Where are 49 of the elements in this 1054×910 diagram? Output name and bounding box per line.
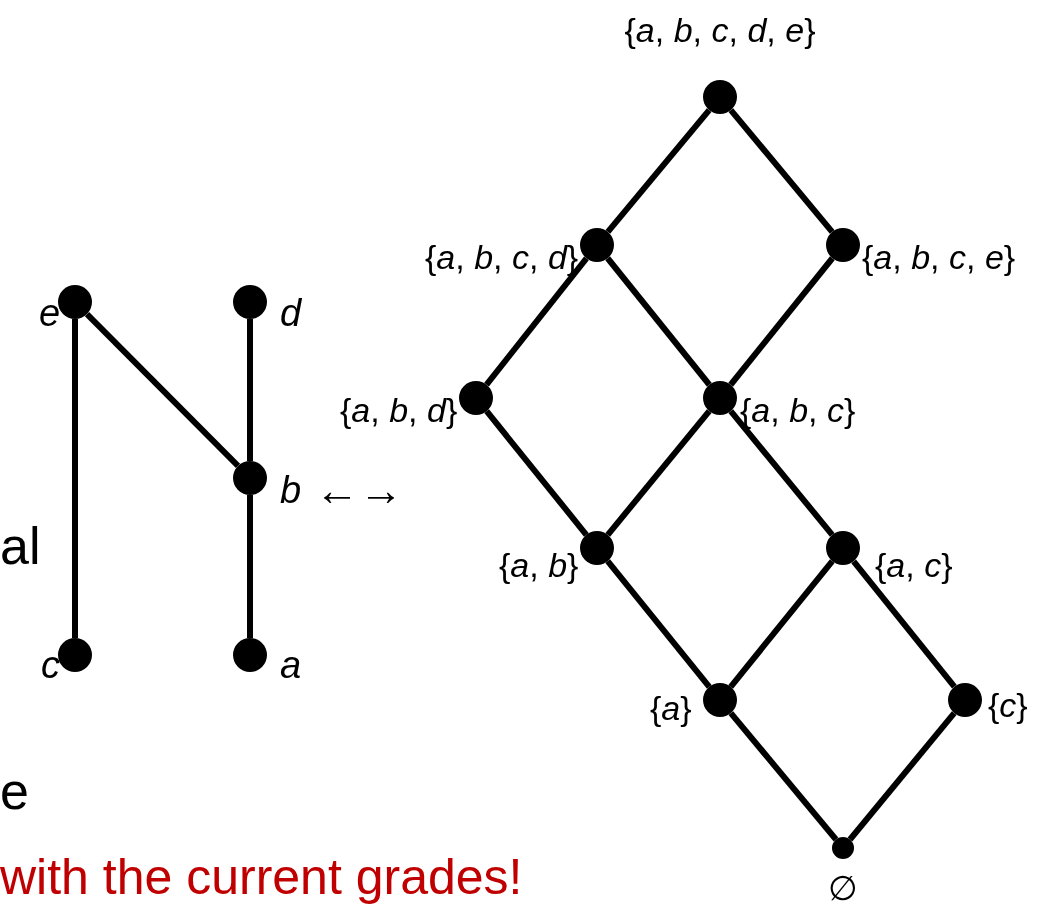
note-text: with the current grades!: [0, 852, 523, 902]
vertex-dot: [948, 683, 982, 717]
body-text-fragment: al: [0, 520, 41, 572]
vertex-label: e: [39, 294, 61, 332]
vertex-label: ∅: [828, 871, 858, 905]
edge-line: [72, 319, 78, 638]
edge-line: [84, 311, 241, 469]
edge-line: [605, 256, 712, 387]
edge-line: [605, 409, 712, 537]
edge-line: [247, 495, 253, 638]
vertex-dot: [826, 531, 860, 565]
vertex-dot: [58, 638, 92, 672]
edge-line: [728, 711, 839, 842]
edge-line: [605, 108, 712, 234]
vertex-dot: [703, 381, 737, 415]
vertex-dot: [58, 285, 92, 319]
edge-line: [247, 319, 253, 461]
edge-line: [605, 559, 712, 689]
vertex-label: {a, b}: [499, 548, 579, 582]
vertex-dot: [826, 228, 860, 262]
vertex-dot: [832, 837, 854, 859]
edge-line: [851, 559, 957, 689]
edge-line: [484, 409, 589, 537]
vertex-dot: [703, 683, 737, 717]
vertex-dot: [580, 228, 614, 262]
vertex-label: {c}: [988, 688, 1028, 722]
vertex-label: {a, b, d}: [340, 393, 458, 427]
edge-line: [728, 559, 835, 689]
edge-line: [728, 409, 835, 537]
vertex-dot: [233, 461, 267, 495]
vertex-label: c: [41, 646, 60, 684]
vertex-label: {a, c}: [875, 548, 953, 582]
vertex-label: {a, b, c, d, e}: [624, 13, 816, 47]
vertex-dot: [459, 381, 493, 415]
vertex-dot: [233, 638, 267, 672]
edge-line: [484, 256, 589, 387]
vertex-dot: [580, 531, 614, 565]
vertex-label: d: [280, 294, 302, 332]
vertex-dot: [703, 80, 737, 114]
vertex-label: a: [280, 646, 302, 684]
edge-line: [728, 256, 835, 387]
vertex-label: b: [280, 471, 302, 509]
double-arrow-symbol: ←→: [315, 468, 403, 512]
body-text-fragment: e: [0, 765, 29, 817]
edge-line: [728, 108, 835, 234]
vertex-dot: [233, 285, 267, 319]
edge-line: [847, 711, 957, 842]
vertex-label: {a, b, c, e}: [862, 240, 1016, 274]
vertex-label: {a}: [650, 691, 692, 725]
